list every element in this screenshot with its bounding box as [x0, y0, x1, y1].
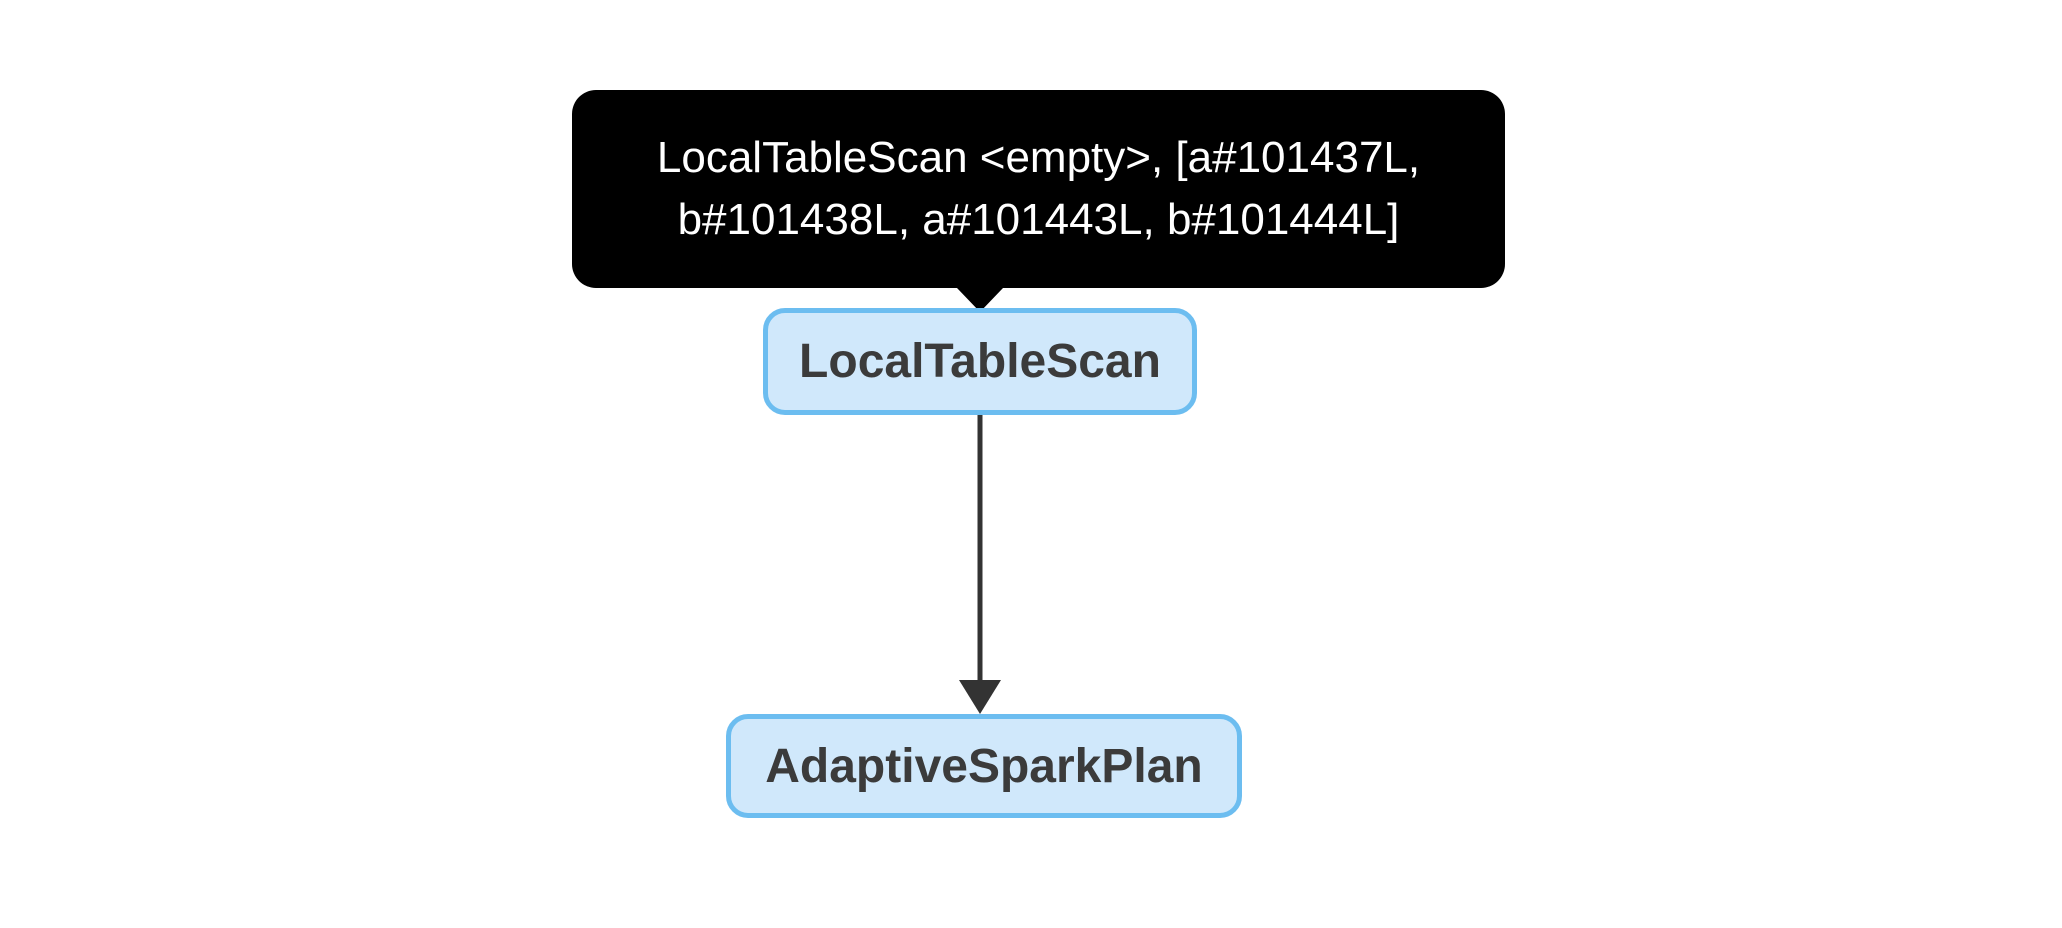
plan-node-adaptivesparkplan[interactable]: AdaptiveSparkPlan [726, 714, 1242, 818]
edge-arrowhead-icon [959, 680, 1001, 714]
tooltip-text-line-2: b#101438L, a#101443L, b#101444L] [677, 195, 1400, 244]
plan-node-adaptivesparkplan-label: AdaptiveSparkPlan [765, 739, 1203, 793]
plan-node-localtablescan[interactable]: LocalTableScan [763, 308, 1197, 415]
tooltip-text-line-1: LocalTableScan <empty>, [a#101437L, [656, 133, 1421, 182]
plan-node-tooltip: LocalTableScan <empty>, [a#101437L, b#10… [572, 90, 1505, 312]
plan-node-localtablescan-label: LocalTableScan [799, 335, 1161, 388]
